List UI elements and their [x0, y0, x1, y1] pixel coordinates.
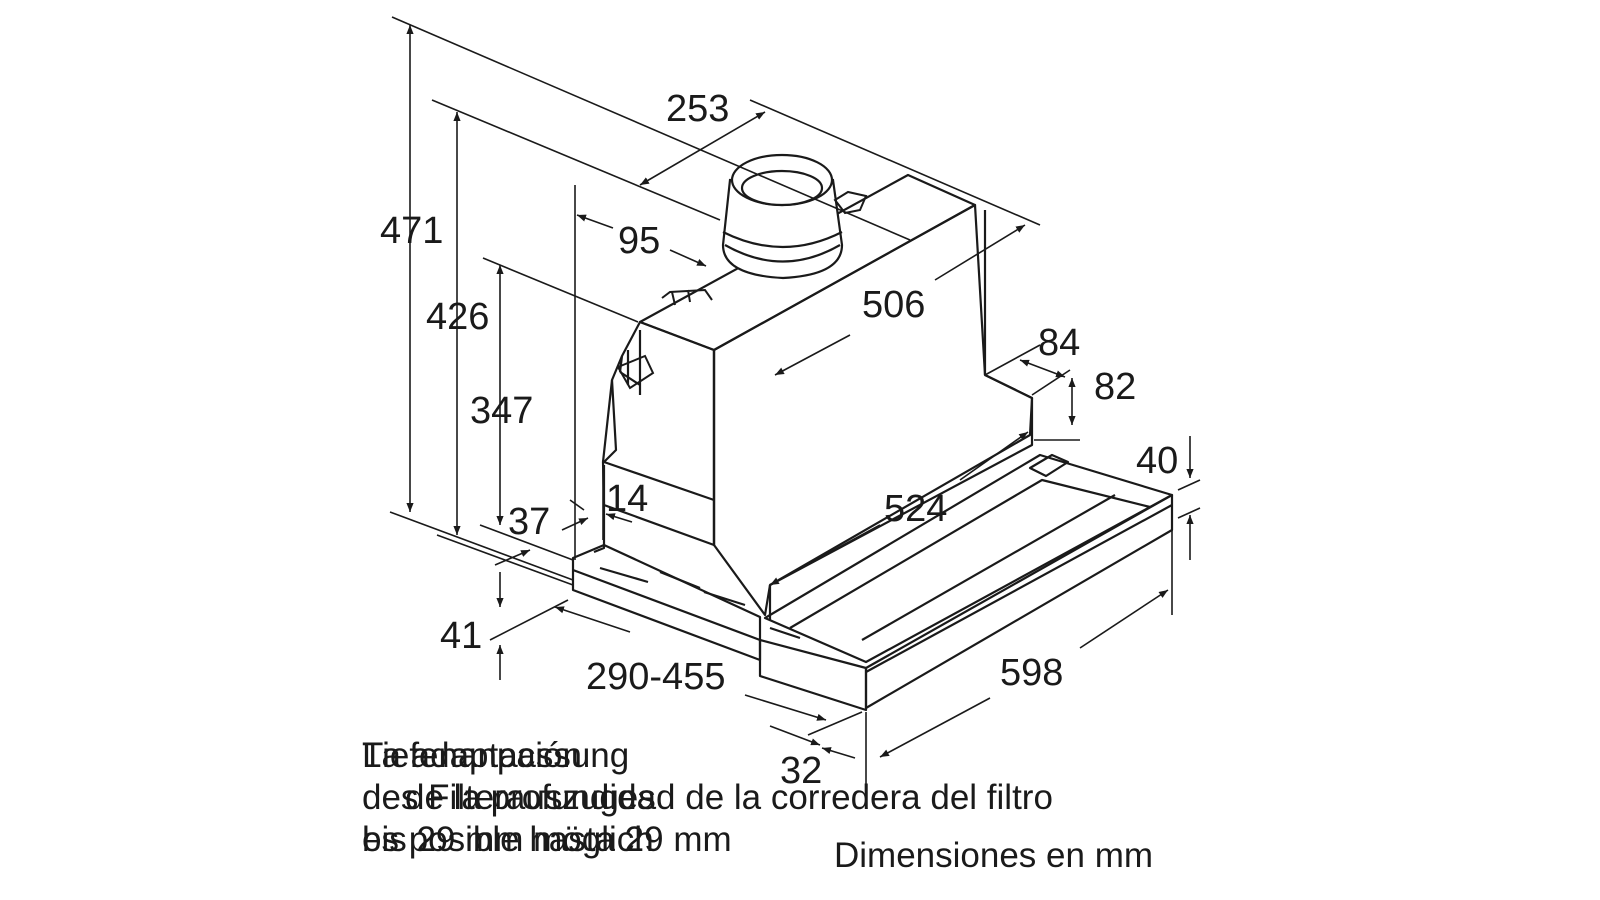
dimension-lines [389, 16, 1201, 785]
note-es-line-2: de la profundidad de la corredera del fi… [405, 778, 1053, 817]
dimension-label-290-455: 290-455 [586, 656, 726, 698]
dim-line-95 [576, 214, 614, 229]
hood-body [601, 173, 1034, 620]
dimension-label-253: 253 [666, 88, 730, 130]
visor-left-rail [571, 543, 762, 662]
dim-line-84 [1019, 359, 1066, 378]
dim-line-524 [769, 524, 881, 586]
note-es-line-1: La adaptación [362, 736, 582, 775]
dimension-label-40: 40 [1136, 440, 1179, 482]
dim-line-598 [879, 697, 991, 758]
dim-line-32 [769, 725, 821, 746]
dim-line-290-455 [554, 606, 631, 633]
note-de-line-3: bis 29 mm möglich [362, 820, 654, 859]
dimension-label-506: 506 [862, 284, 926, 326]
dimension-label-95: 95 [618, 220, 661, 262]
dimension-label-471: 471 [380, 210, 444, 252]
slider-knob [1028, 453, 1070, 478]
note-de-line-1: Tiefenanpassung [362, 736, 630, 775]
dimension-label-598: 598 [1000, 652, 1064, 694]
exhaust-collar [721, 153, 844, 280]
dimension-label-426: 426 [426, 296, 490, 338]
dimension-label-347: 347 [470, 390, 534, 432]
visor-tray [763, 453, 1174, 664]
dim-line-14 [605, 513, 633, 523]
units-note: Dimensiones en mm [834, 836, 1153, 875]
canopy-front-face [712, 203, 1034, 617]
dimension-label-14: 14 [606, 478, 649, 520]
note-de-line-2: des Filterauszuges [362, 778, 656, 817]
note-es-line-3: es posible hasta 29 mm [362, 820, 732, 859]
dimension-label-37: 37 [508, 501, 551, 543]
dimension-label-32: 32 [780, 750, 823, 792]
dimension-label-524: 524 [884, 488, 948, 530]
dimension-label-82: 82 [1094, 366, 1137, 408]
dimension-label-41: 41 [440, 615, 483, 657]
dim-line-253 [639, 111, 766, 186]
visor-front-strip [758, 638, 868, 712]
dim-line-37 [561, 517, 589, 531]
dimension-label-84: 84 [1038, 322, 1081, 364]
dim-line-506 [934, 224, 1026, 281]
